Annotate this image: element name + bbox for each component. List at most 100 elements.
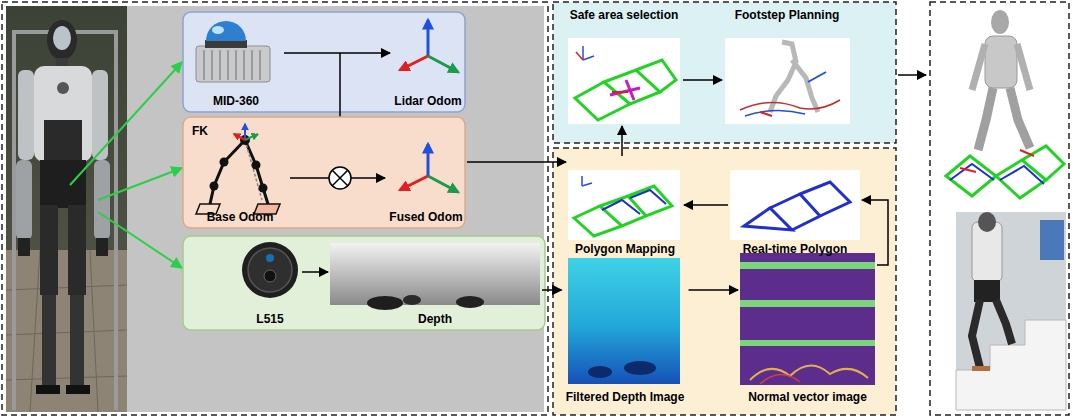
footstep-image <box>740 100 840 110</box>
flow-arrow <box>542 289 562 291</box>
safe-area-image <box>583 46 594 60</box>
depth-image <box>456 296 484 308</box>
normal-vector-image <box>740 300 875 307</box>
realtime-polygon-image <box>730 170 860 240</box>
node-caption: Fused Odom <box>389 210 462 224</box>
fused-odom-axes <box>400 176 428 190</box>
polygon-map-image <box>568 170 680 240</box>
kinematics-skeleton <box>245 134 258 140</box>
planning-panel <box>553 2 896 143</box>
robot-stairs-photo <box>956 212 1066 410</box>
fused-odom-axes <box>427 144 430 176</box>
polygon-map-image <box>574 186 672 236</box>
kinematics-skeleton <box>196 124 280 214</box>
robot-photo <box>68 205 86 295</box>
kinematics-skeleton <box>259 184 268 193</box>
image-node: FKBase Odom <box>190 122 290 226</box>
node-caption: Base Odom <box>207 210 274 224</box>
image-node: Lidar Odom <box>390 10 466 110</box>
safe-area-image <box>612 91 628 93</box>
robot-photo <box>40 205 58 295</box>
mid360-sensor <box>212 26 224 34</box>
node-caption: Lidar Odom <box>394 94 461 108</box>
image-node: Safe area selection <box>565 6 683 126</box>
robot-stairs-photo <box>974 280 1000 302</box>
footstep-image <box>760 112 772 116</box>
node-caption: Real-time Polygon <box>743 242 848 256</box>
odometry-group-box <box>183 117 465 228</box>
robot-render <box>972 44 1030 90</box>
hardware-panel <box>127 6 544 412</box>
flow-arrow <box>467 161 566 163</box>
node-caption: Safe area selection <box>570 8 679 22</box>
robot-render <box>946 10 1064 198</box>
lidar-group-box <box>183 12 465 112</box>
image-node: Footstep Planning <box>722 6 852 126</box>
robot-photo <box>16 160 32 240</box>
robot-photo <box>42 295 56 385</box>
robot-photo <box>114 30 118 410</box>
depth-image <box>403 295 421 305</box>
robot-render <box>991 10 1009 34</box>
kinematics-skeleton <box>210 182 219 191</box>
result-panel <box>930 2 1069 415</box>
robot-render <box>985 36 1017 88</box>
robot-photo <box>47 20 77 60</box>
mapping-panel <box>553 148 896 415</box>
flow-arrow <box>284 52 390 54</box>
mid360-sensor <box>196 21 270 82</box>
node-caption: Polygon Mapping <box>575 242 675 256</box>
robot-stairs-photo <box>972 366 990 371</box>
flow-arrow <box>684 204 728 206</box>
normal-vector-image <box>740 253 875 385</box>
node-caption: Normal vector image <box>748 390 867 404</box>
mid360-sensor <box>204 50 260 80</box>
normal-vector-image <box>760 374 800 384</box>
robot-photo <box>94 160 110 240</box>
robot-photo <box>44 120 82 160</box>
hardware-panel <box>2 2 548 415</box>
safe-area-image <box>568 38 680 124</box>
robot-stairs-photo <box>978 212 996 232</box>
lidar-odom-axes <box>400 56 428 70</box>
image-node: Fused Odom <box>385 136 467 226</box>
lidar-odom-axes <box>428 56 458 72</box>
robot-photo <box>18 238 30 256</box>
robot-photo <box>12 30 16 410</box>
image-node: Polygon Mapping <box>566 156 684 258</box>
robot-photo <box>6 250 127 412</box>
fused-odom-axes <box>400 144 458 192</box>
node-caption: Footstep Planning <box>735 8 840 22</box>
robot-photo <box>36 385 60 394</box>
l515-camera <box>242 242 298 298</box>
robot-photo <box>6 250 127 412</box>
sensor-mount-arrow <box>70 62 182 268</box>
hardware-panel <box>2 2 548 415</box>
robot-stairs-photo <box>956 212 1066 410</box>
footstep-image <box>745 110 805 116</box>
camera-group-box <box>183 236 545 330</box>
polygon-map-image <box>568 170 680 240</box>
footstep-image <box>725 38 850 124</box>
robot-photo <box>34 66 92 162</box>
flow-arrow <box>302 271 328 273</box>
robot-photo <box>66 385 90 394</box>
robot-render <box>946 146 1064 198</box>
l515-camera <box>264 270 276 282</box>
footstep-image <box>808 72 826 82</box>
normal-vector-image <box>740 262 875 269</box>
depth-image <box>367 296 403 310</box>
mapping-panel <box>553 148 896 415</box>
image-node: MID-360 <box>188 16 284 110</box>
planning-panel <box>553 2 896 143</box>
filtered-depth-image <box>624 361 656 375</box>
sensor-mount-arrow <box>98 168 182 200</box>
robot-stairs-photo <box>972 300 1012 368</box>
mid360-sensor <box>196 46 270 82</box>
node-caption: MID-360 <box>213 94 259 108</box>
flow-arrow <box>689 289 739 291</box>
robot-photo <box>6 6 127 412</box>
robot-photo <box>57 82 69 94</box>
realtime-polygon-image <box>744 182 850 230</box>
